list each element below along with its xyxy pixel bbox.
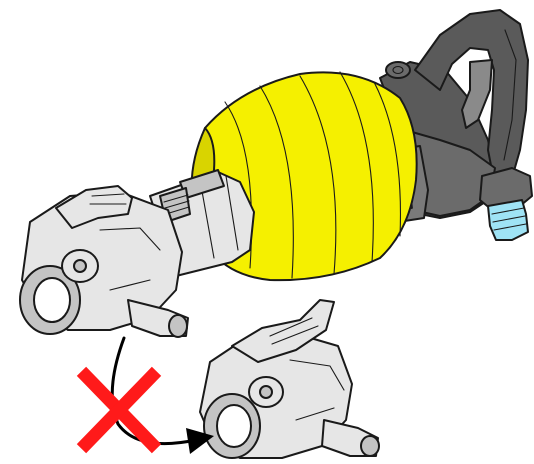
muffler-pleat-5 bbox=[373, 81, 401, 237]
coupling2-lever-grip bbox=[269, 317, 319, 345]
trigger bbox=[461, 59, 493, 129]
arrow-shaft bbox=[110, 336, 198, 446]
air-inlet-fitting bbox=[487, 199, 529, 241]
nose-sleeve-line-2 bbox=[225, 175, 239, 251]
lug-end bbox=[168, 314, 188, 338]
coupling-detached bbox=[199, 299, 380, 459]
coupling-mouth-inner bbox=[33, 277, 71, 323]
coupling2-cam-pin bbox=[259, 385, 273, 399]
arrow-head bbox=[186, 428, 214, 454]
prohibited-cross-icon bbox=[76, 366, 162, 454]
cam-pin bbox=[73, 259, 87, 273]
top-boss bbox=[385, 61, 411, 79]
lever-grip bbox=[89, 193, 127, 205]
curved-arrow-icon bbox=[110, 336, 214, 454]
coupling2-lug-end bbox=[360, 435, 380, 457]
muffler-pleat-2 bbox=[259, 85, 294, 279]
muffler-pleat-4 bbox=[339, 71, 374, 263]
cross-stroke-2 bbox=[76, 366, 162, 454]
top-boss-hole bbox=[392, 65, 404, 75]
coupling2-detail bbox=[289, 359, 345, 421]
coupling-attached bbox=[19, 185, 189, 338]
inlet-thread bbox=[491, 207, 527, 231]
grip-highlight bbox=[503, 29, 517, 161]
coupling-lever bbox=[55, 185, 133, 229]
muffler-pleat-3 bbox=[299, 75, 337, 275]
coupling-detail bbox=[99, 227, 161, 291]
coupling2-mouth-inner bbox=[216, 404, 252, 448]
inlet-swivel bbox=[479, 167, 533, 211]
